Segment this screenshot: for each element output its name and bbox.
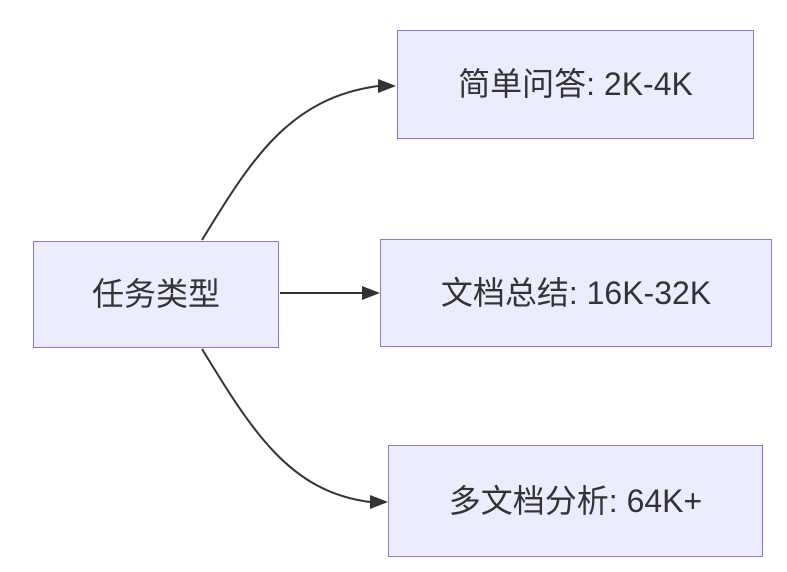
- node-task-type-label: 任务类型: [91, 276, 220, 313]
- node-multi-doc: 多文档分析: 64K+: [388, 445, 763, 557]
- node-multi-doc-label: 多文档分析: 64K+: [448, 482, 703, 519]
- node-simple-qa: 简单问答: 2K-4K: [397, 30, 754, 139]
- node-task-type: 任务类型: [33, 241, 279, 348]
- edge-root-to-multi-doc: [201, 348, 371, 503]
- arrowhead-multi-doc: [370, 495, 388, 509]
- edge-root-to-simple-qa: [201, 85, 379, 241]
- arrowhead-simple-qa: [378, 79, 396, 93]
- arrowhead-doc-summary: [362, 286, 380, 300]
- node-doc-summary: 文档总结: 16K-32K: [380, 239, 772, 347]
- node-simple-qa-label: 简单问答: 2K-4K: [458, 66, 693, 103]
- node-doc-summary-label: 文档总结: 16K-32K: [440, 274, 712, 311]
